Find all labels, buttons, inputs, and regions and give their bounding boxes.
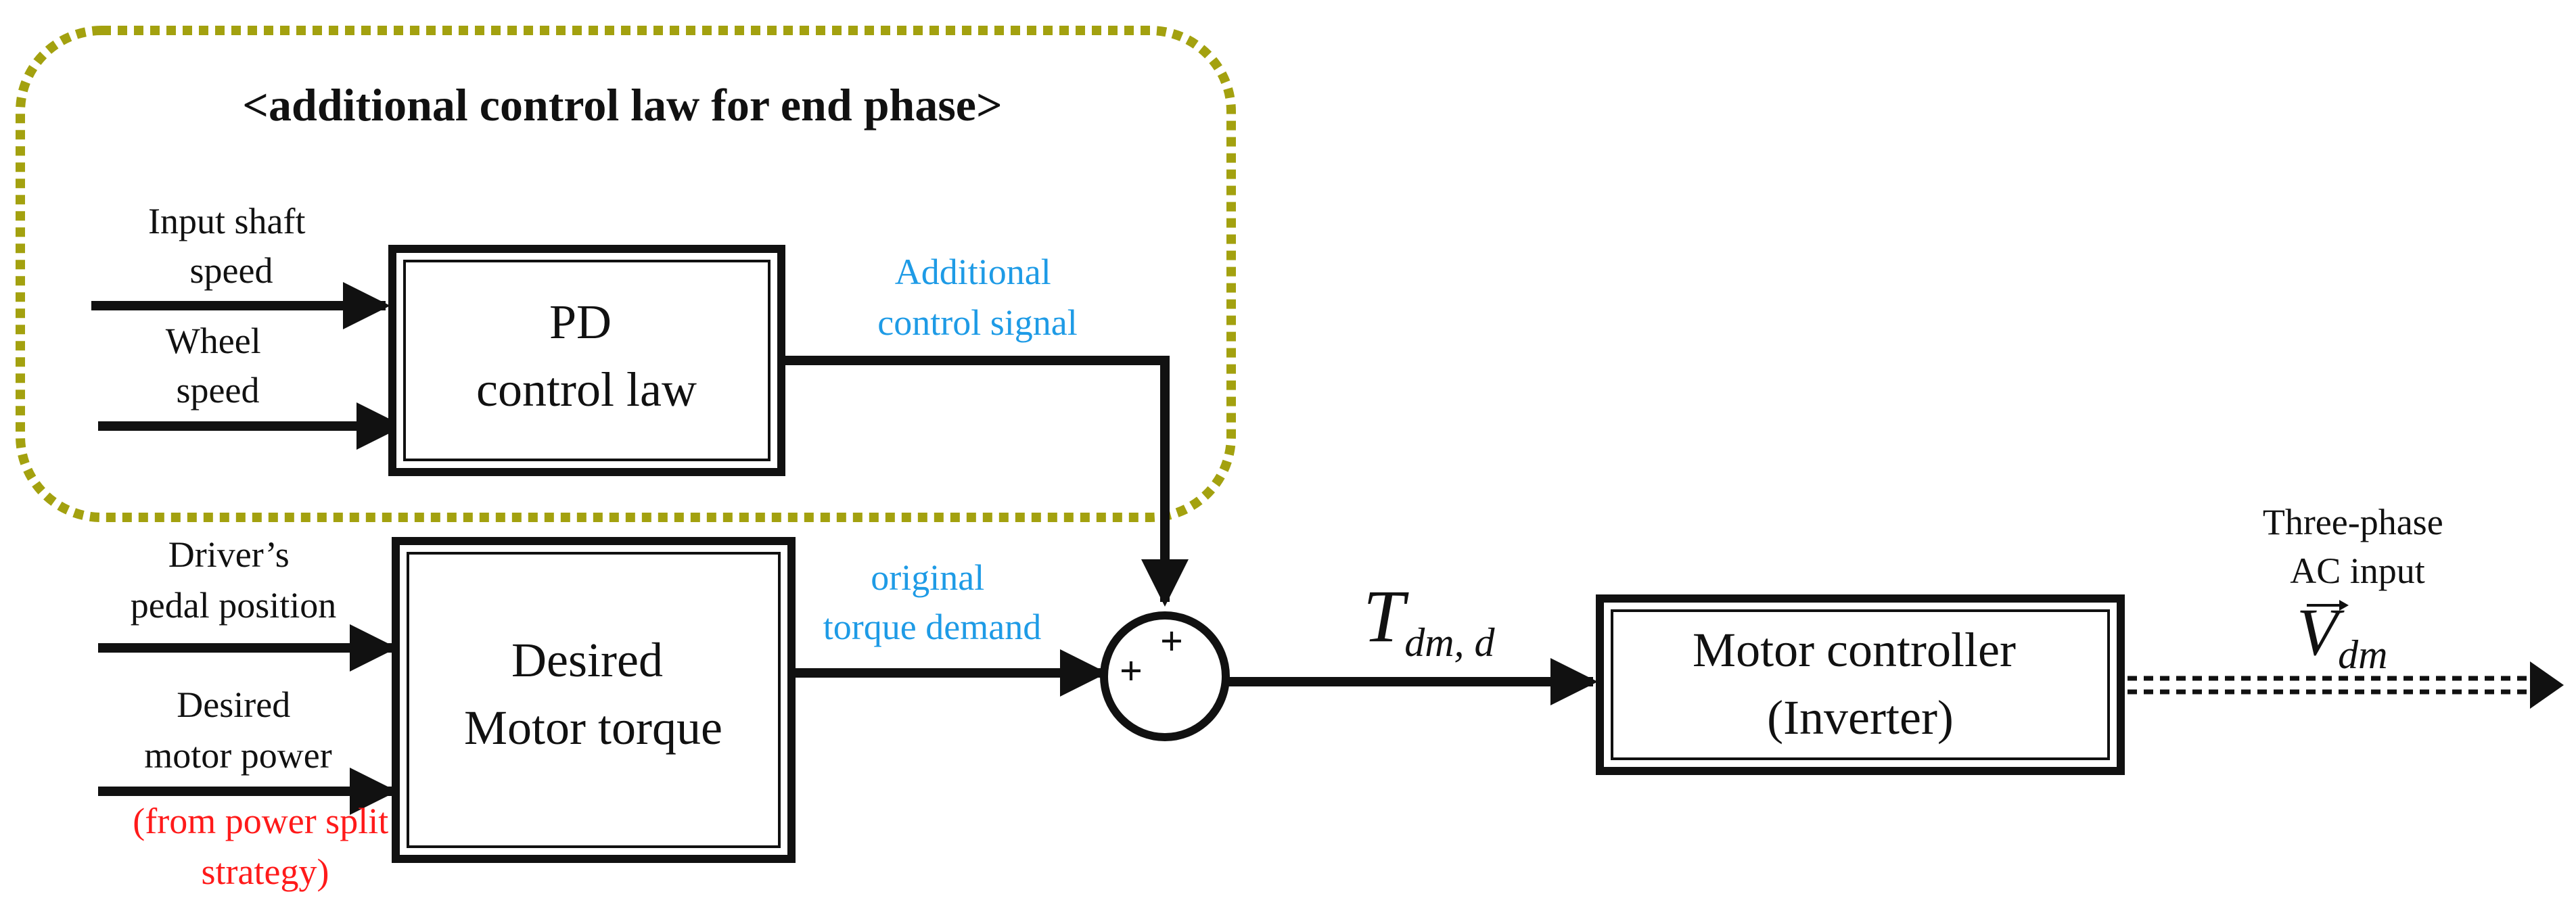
desired-motor-torque-block: Desired Motor torque [392, 537, 796, 863]
summing-junction: + + [1100, 611, 1230, 741]
wheel-speed-label: Wheel speed [166, 321, 270, 411]
summing-left-plus: + [1120, 649, 1143, 693]
power-split-strategy-label: (from power split strategy) [133, 801, 397, 892]
region-title: <additional control law for end phase> [242, 79, 1002, 131]
svg-text:PD control law: PD control law [476, 295, 697, 417]
original-torque-demand-label: original torque demand [823, 557, 1041, 647]
svg-text:Vdm: Vdm [2297, 594, 2387, 677]
additional-control-signal-label: Additional control signal [877, 252, 1077, 343]
input-shaft-speed-label: Input shaft speed [148, 201, 315, 291]
additional-control-region-border [16, 26, 1236, 522]
torque-command-symbol: Tdm, d [1363, 575, 1496, 665]
motor-controller-block: Motor controller (Inverter) [1596, 594, 2125, 775]
three-phase-ac-input-label: Three-phase AC input [2263, 502, 2452, 591]
additional-control-signal-path [781, 356, 1189, 607]
summing-top-plus: + [1160, 619, 1183, 663]
desired-motor-power-label: Desired motor power [144, 684, 331, 776]
svg-text:Desired Motor torque: Desired Motor torque [464, 633, 722, 755]
driver-pedal-position-label: Driver’s pedal position [131, 534, 336, 626]
svg-text:Motor controller (Invert: Motor controller (Inverter) [1693, 623, 2028, 745]
pd-control-law-block: PD control law [388, 245, 785, 476]
voltage-vector-symbol: Vdm [2297, 594, 2387, 677]
three-phase-output-arrow [2128, 661, 2564, 709]
